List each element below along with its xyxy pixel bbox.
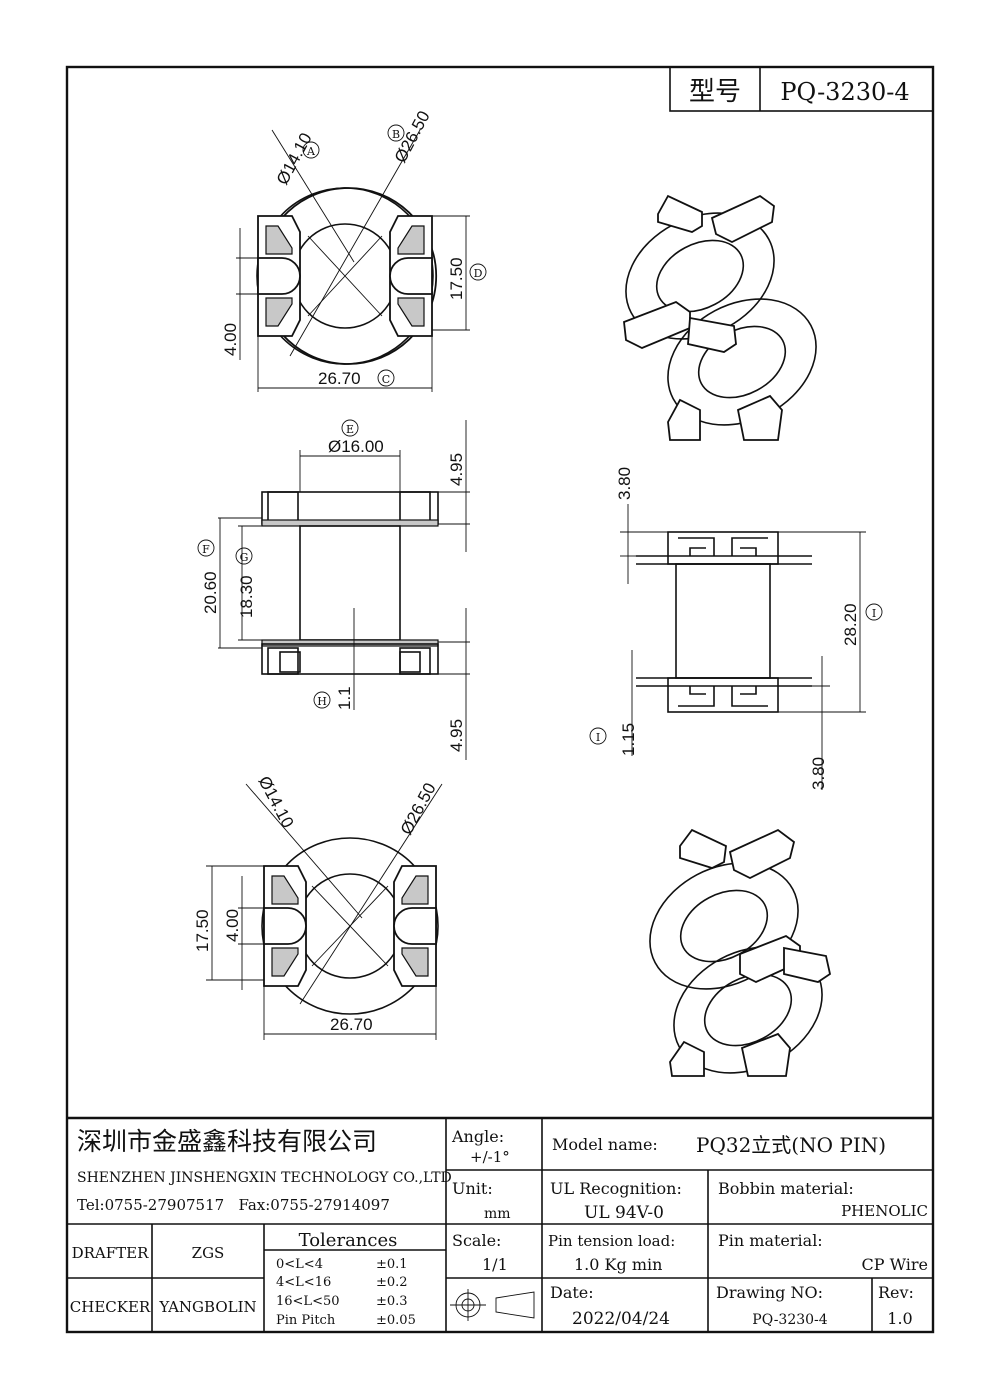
front-flange-top: 4.95 <box>447 453 466 486</box>
angle-value: +/-1° <box>470 1148 510 1166</box>
rev-label: Rev: <box>878 1283 914 1302</box>
bobbin-value: PHENOLIC <box>841 1202 928 1220</box>
side-view: 3.80 28.20 I 1.15 I 3.80 <box>589 467 883 790</box>
marker-j: I <box>596 731 600 744</box>
company-en: SHENZHEN JINSHENGXIN TECHNOLOGY CO.,LTD <box>77 1170 452 1186</box>
marker-d: D <box>474 267 483 280</box>
tolerance-value: ±0.2 <box>376 1275 408 1290</box>
model-box: 型号 PQ-3230-4 <box>669 66 934 112</box>
tolerance-value: ±0.05 <box>376 1313 416 1328</box>
iso-view-bottom <box>649 828 832 1077</box>
side-top-offset: 3.80 <box>615 467 634 500</box>
bottom-height: 17.50 <box>193 909 212 952</box>
tolerance-range: Pin Pitch <box>276 1313 336 1328</box>
date-label: Date: <box>550 1283 594 1302</box>
marker-h: H <box>317 695 327 708</box>
rev-value: 1.0 <box>887 1309 912 1328</box>
title-block: 深圳市金盛鑫科技有限公司 SHENZHEN JINSHENGXIN TECHNO… <box>67 1116 933 1332</box>
drawing-no-label: Drawing NO: <box>716 1283 823 1302</box>
marker-g: G <box>240 551 249 564</box>
side-bottom-offset: 3.80 <box>809 757 828 790</box>
front-view: Ø16.00 E 4.95 20.60 F 18.30 G 1.1 H 4.95 <box>197 419 470 760</box>
ul-value: UL 94V-0 <box>584 1203 664 1223</box>
scale-value: 1/1 <box>482 1255 508 1274</box>
angle-label: Angle: <box>451 1127 504 1146</box>
pin-tension-value: 1.0 Kg min <box>574 1255 662 1274</box>
marker-f: F <box>202 543 210 556</box>
model-box-value: PQ-3230-4 <box>780 78 909 106</box>
front-outer: 20.60 <box>201 571 220 614</box>
top-dia-a: Ø14.10 <box>273 130 316 188</box>
marker-i: I <box>872 607 876 620</box>
top-view: Ø14.10 Ø26.50 A B 17.50 D 4.00 26.70 C <box>221 108 487 392</box>
top-slot: 4.00 <box>221 323 240 356</box>
bottom-width: 26.70 <box>330 1015 373 1034</box>
marker-b: B <box>392 128 400 141</box>
tolerance-range: 0<L<4 <box>276 1257 323 1272</box>
projection-symbol-icon <box>450 1289 535 1321</box>
unit-label: Unit: <box>452 1179 493 1198</box>
date-value: 2022/04/24 <box>572 1309 670 1329</box>
pin-tension-label: Pin tension load: <box>548 1232 675 1250</box>
tolerance-value: ±0.1 <box>376 1257 408 1272</box>
tolerance-range: 16<L<50 <box>276 1294 340 1309</box>
front-inner: 18.30 <box>237 575 256 618</box>
drawing-no-value: PQ-3230-4 <box>752 1312 828 1328</box>
top-height: 17.50 <box>447 257 466 300</box>
model-box-label: 型号 <box>689 77 741 107</box>
drafter-label: DRAFTER <box>72 1244 150 1262</box>
sheet-border <box>65 65 935 1334</box>
tolerance-range: 4<L<16 <box>276 1275 331 1290</box>
company-cn: 深圳市金盛鑫科技有限公司 <box>77 1127 377 1156</box>
iso-view-top <box>623 194 817 441</box>
side-plate: 1.15 <box>619 723 638 756</box>
marker-e: E <box>346 423 354 436</box>
bottom-slot: 4.00 <box>223 909 242 942</box>
ul-label: UL Recognition: <box>550 1179 682 1198</box>
model-name-label: Model name: <box>552 1135 658 1154</box>
front-flange-thickness: 1.1 <box>335 686 354 710</box>
pin-material-value: CP Wire <box>862 1255 929 1274</box>
bottom-dia-b: Ø26.50 <box>397 780 440 838</box>
checker-label: CHECKER <box>70 1298 151 1316</box>
pin-material-label: Pin material: <box>718 1231 823 1250</box>
drafter-value: ZGS <box>192 1244 225 1262</box>
marker-c: C <box>382 373 390 386</box>
tolerances-title: Tolerances <box>299 1230 398 1251</box>
side-height: 28.20 <box>841 603 860 646</box>
unit-value: mm <box>484 1206 511 1222</box>
company-contact: Tel:0755-27907517 Fax:0755-27914097 <box>77 1196 390 1214</box>
top-width: 26.70 <box>318 369 361 388</box>
bottom-view: Ø14.10 Ø26.50 17.50 4.00 26.70 <box>193 773 443 1040</box>
front-flange-bottom: 4.95 <box>447 719 466 752</box>
front-dia-e: Ø16.00 <box>328 437 384 456</box>
marker-a: A <box>306 145 316 158</box>
model-name-value: PQ32立式(NO PIN) <box>696 1133 886 1157</box>
bobbin-label: Bobbin material: <box>718 1179 854 1198</box>
scale-label: Scale: <box>452 1231 501 1250</box>
bottom-dia-a: Ø14.10 <box>254 773 297 831</box>
tolerance-value: ±0.3 <box>376 1294 408 1309</box>
checker-value: YANGBOLIN <box>158 1298 256 1316</box>
